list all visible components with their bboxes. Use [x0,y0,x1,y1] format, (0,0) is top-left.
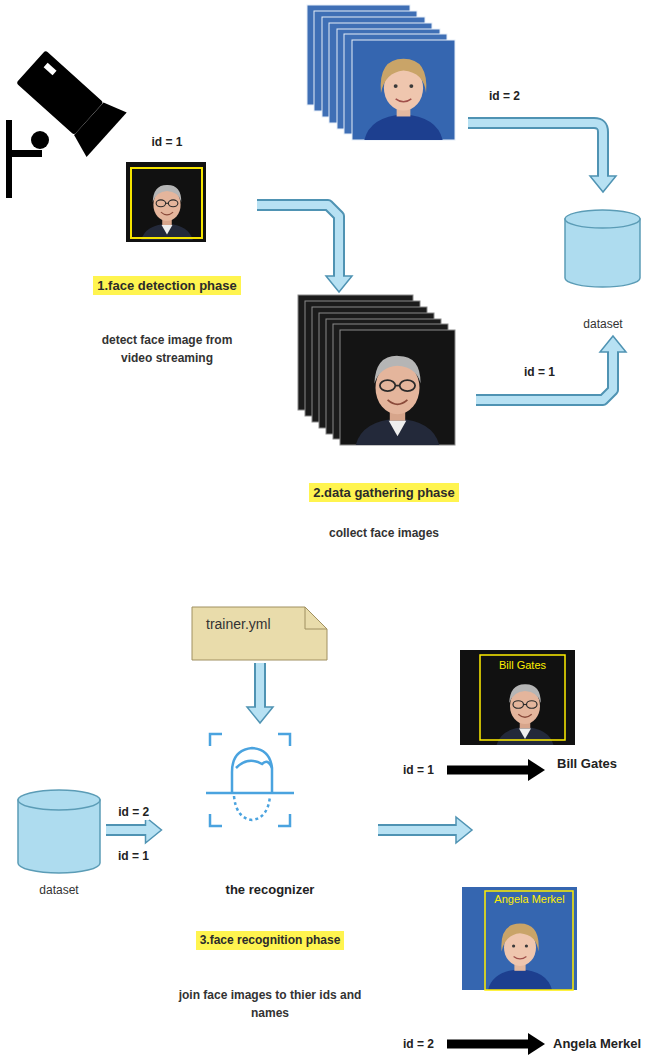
phase-description: detect face image from video streaming [85,331,250,367]
edge-label: id = 1 [524,364,555,380]
photo-background [126,162,206,242]
jaw-line [234,796,270,820]
camera-icon [6,44,127,198]
file-name: trainer.yml [206,616,271,632]
phase-heading: 2.data gathering phase [309,483,459,502]
arrow-head [456,817,472,843]
arrow-fill [106,826,148,834]
id-label: id = 2 [403,1036,434,1052]
arrow-head [590,176,616,192]
recognizer-icon [206,734,294,826]
store-label: dataset [583,316,622,332]
flow-arrow [378,817,472,843]
scan-line [206,792,294,795]
cylinder-top [565,210,640,228]
arrow-outline [468,123,603,176]
file-note: trainer.yml [192,607,327,660]
flow-arrow [247,663,273,723]
detection-frame: id = 1 1.face detection phase detect face … [80,134,254,367]
cylinder-top [18,790,100,810]
arrow-head [600,336,626,352]
wall-bracket [6,120,12,198]
cylinder-body [565,219,640,287]
component-label: the recognizer [226,882,315,898]
phase-heading: 1.face detection phase [93,276,240,295]
bracket-joint [31,131,49,149]
arrow-head [146,817,162,843]
recognition-box [480,655,565,740]
person-name: Angela Merkel [553,1036,641,1052]
arrow-head [326,276,352,292]
picture-slot [603,208,604,288]
cylinder-body [18,800,100,873]
picture-slot [384,295,385,445]
arrow-outline [257,205,339,276]
front-photo [340,330,455,445]
phase-heading: 3.face recognition phase [196,931,345,950]
picture-slot [270,726,271,830]
result-photo: Bill Gates [460,650,575,745]
arrow-head [528,759,545,781]
note-sheet [192,607,327,660]
arrow-fill [468,123,603,178]
flow-arrow [476,336,626,400]
face-picture [141,185,193,240]
id-label: id = 1 [403,762,434,778]
database-cylinder [18,790,100,873]
camera-lens [69,96,127,157]
edge-label: id = 2 [118,804,149,820]
face-picture [488,924,552,990]
bracket-arm [12,150,42,157]
recognition-box [485,891,573,990]
note-fold [305,607,327,629]
phase-description: join face images to thier ids and names [168,986,373,1022]
photo-stack [298,295,455,445]
picture-slot [59,788,60,874]
arrow-head [528,1033,545,1055]
arrow-outline [476,352,613,400]
scan-corners [210,734,290,826]
result-arrow [447,1033,545,1055]
face-tag: Bill Gates [499,659,546,672]
photo-background [460,650,575,745]
arrow-fill [256,663,264,709]
arrow-fill [476,350,613,400]
result-arrow [447,759,545,781]
picture-slot [167,162,168,242]
person-name: Bill Gates [557,756,617,772]
photo-stack [307,5,455,140]
store-label: dataset [39,882,78,898]
detection-box [131,168,202,238]
front-photo [352,40,455,140]
hair-line [236,761,272,768]
phase-description: collect face images [299,524,469,542]
arrow-shaft [447,1040,528,1049]
face-picture [497,684,554,745]
flow-arrow [106,817,162,843]
face-tag: Angela Merkel [494,893,564,906]
id-label: id = 2 [489,88,520,104]
face-image-stack: 2.data gathering phase collect face image… [296,295,472,542]
result-photo: Angela Merkel [461,887,577,990]
dataset-cylinder: dataset [15,788,103,898]
face-picture [356,356,440,445]
head-outline [232,748,272,793]
face-picture [364,59,442,140]
recognizer-icon: the recognizer 3.face recognition phase jo… [165,726,376,1022]
arrow-fill [257,205,339,278]
flow-arrow [257,205,352,292]
photo-background [462,887,577,990]
camera-light [44,63,57,75]
id-label: id = 1 [151,134,182,150]
arrow-head [247,707,273,723]
id-label: id = 1 [118,848,149,864]
flow-arrow [468,123,616,192]
dataset-cylinder: dataset [560,208,646,332]
arrow-fill [378,826,458,834]
database-cylinder [565,210,640,287]
file-note [192,607,327,660]
arrow-shaft [447,766,528,775]
